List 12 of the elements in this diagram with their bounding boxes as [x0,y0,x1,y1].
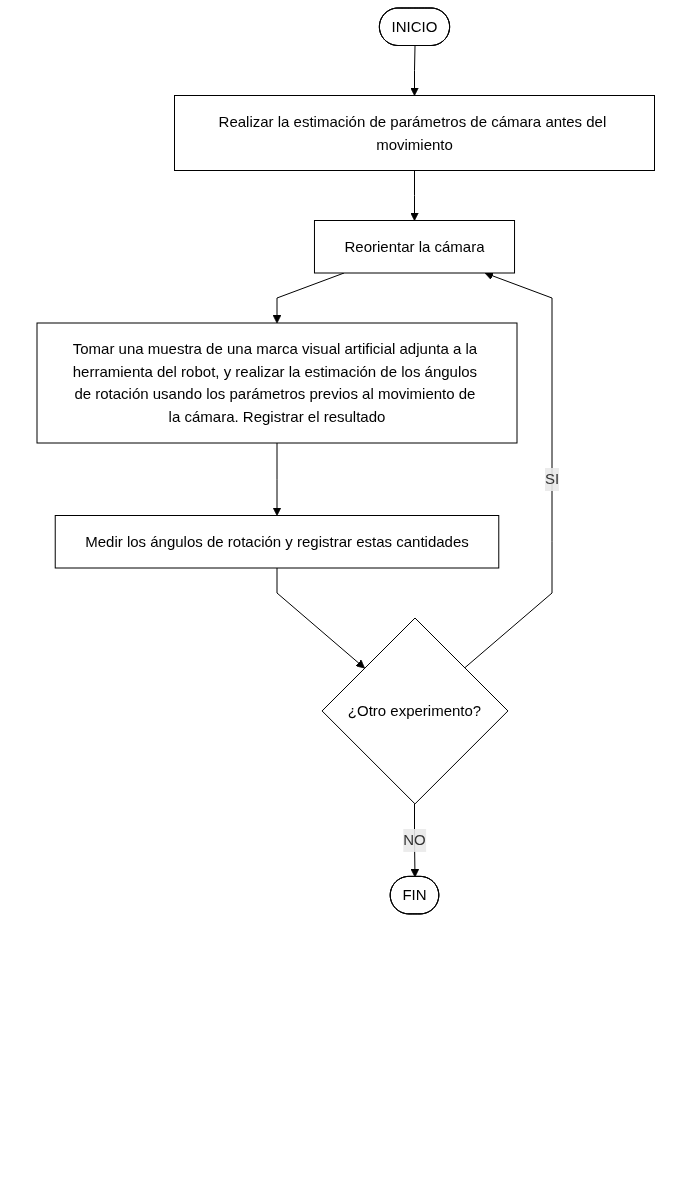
arrow [409,170,419,221]
arrow [276,567,365,669]
edge-label: NO [403,830,426,848]
node-box: Reorientar la cámara [313,220,515,274]
node-box: Realizar la estimación de parámetros de cámara antes del movimiento [173,95,655,171]
node-box: Medir los ángulos de rotación y registrar estas cantidades [54,515,499,569]
arrow [410,803,420,878]
node-box: Tomar una muestra de una marca visual artificial adjunta a la herramienta del robot, y realizar la estimación de los ángulos de rotación usando los parámetros previos al movimiento de la cámara. Registrar el resultado [36,322,518,444]
edge-label: SI [544,470,559,487]
node-diamond: ¿Otro experimento? [321,617,509,805]
arrow [409,45,419,96]
arrow [272,442,282,516]
